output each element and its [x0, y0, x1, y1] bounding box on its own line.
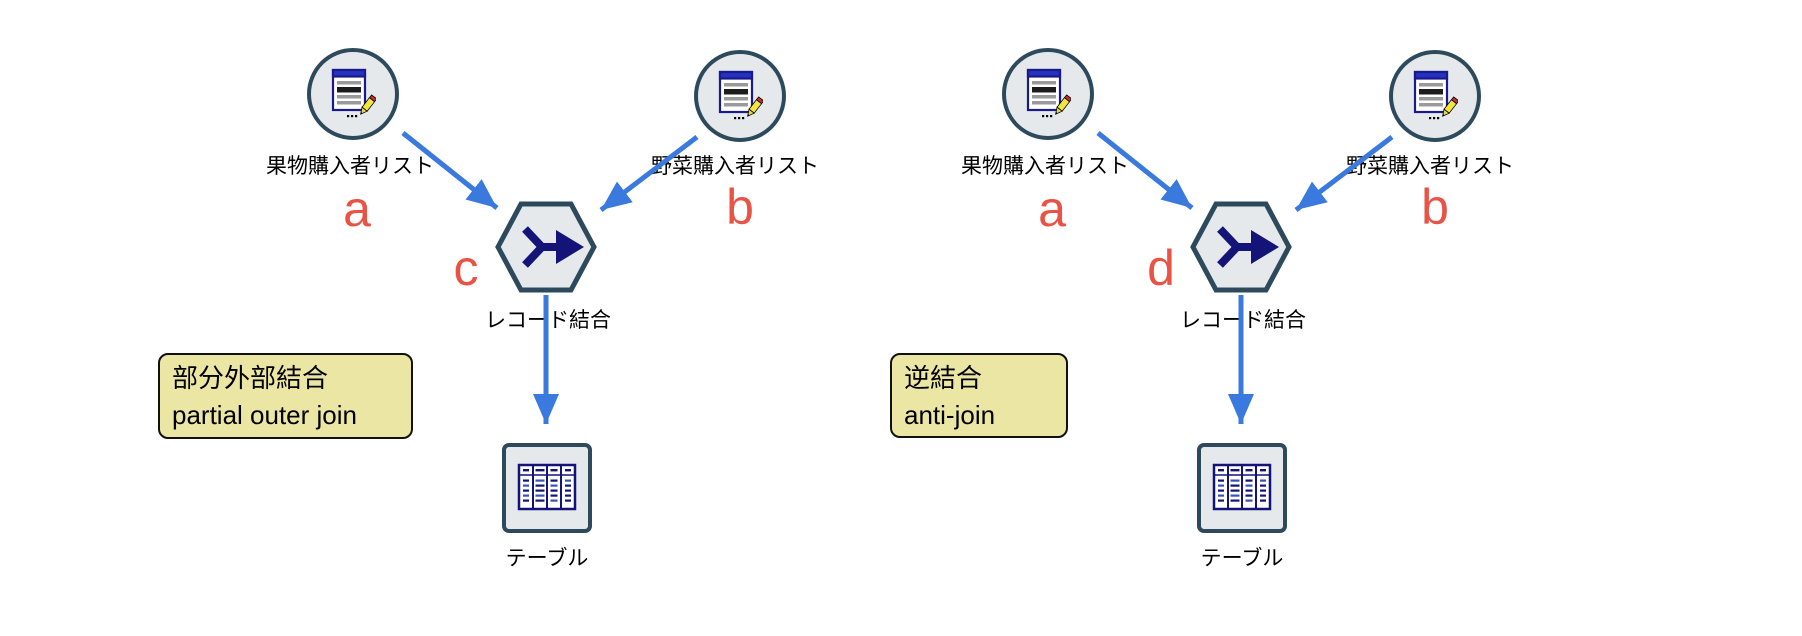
table-node-label: テーブル — [505, 547, 589, 570]
merge-node-label: レコード結合 — [1180, 309, 1306, 332]
marker-c-label: c — [453, 240, 479, 296]
source-node-fruit-list[interactable] — [1002, 48, 1094, 140]
annotation-note[interactable]: 部分外部結合 partial outer join — [158, 353, 413, 439]
merge-node[interactable] — [1188, 199, 1294, 295]
merge-node[interactable] — [493, 199, 599, 295]
source-node-fruit-list[interactable] — [307, 48, 399, 140]
document-pencil-icon — [331, 68, 376, 118]
stream-anti-join: 果物購入者リスト 野菜購入者リスト a b d レコード結合 — [695, 0, 1802, 636]
marker-a-label: a — [1038, 181, 1066, 237]
marker-d-label: d — [1147, 240, 1175, 296]
pencil-glyph — [747, 96, 763, 117]
source-node-vegetable-list[interactable] — [694, 50, 786, 142]
marker-b-label: b — [1421, 179, 1449, 235]
note-line-en: partial outer join — [172, 400, 357, 430]
table-icon — [1212, 463, 1272, 511]
source-node-vegetable-list[interactable] — [1389, 50, 1481, 142]
stream-partial-outer-join: 果物購入者リスト 野菜購入者リスト a b c レコード結合 — [158, 48, 819, 570]
source1-label: 果物購入者リスト — [266, 155, 434, 178]
annotation-note[interactable]: 逆結合 anti-join — [890, 353, 1068, 438]
document-pencil-icon — [1413, 70, 1458, 120]
note-line-jp: 部分外部結合 — [172, 363, 329, 393]
source1-label: 果物購入者リスト — [961, 155, 1129, 178]
merge-icon — [1217, 226, 1279, 268]
marker-b-label: b — [726, 179, 754, 235]
merge-node-label: レコード結合 — [485, 309, 611, 332]
source2-label: 野菜購入者リスト — [1346, 155, 1514, 178]
note-line-jp: 逆結合 — [904, 363, 983, 393]
table-icon — [517, 463, 577, 511]
document-pencil-icon — [718, 70, 763, 120]
merge-icon — [522, 226, 584, 268]
marker-a-label: a — [343, 181, 371, 237]
table-node[interactable] — [1197, 443, 1287, 533]
table-node[interactable] — [502, 443, 592, 533]
pencil-glyph — [1055, 94, 1071, 115]
source2-label: 野菜購入者リスト — [651, 155, 819, 178]
document-pencil-icon — [1026, 68, 1071, 118]
note-line-en: anti-join — [904, 400, 996, 430]
table-node-label: テーブル — [1200, 547, 1284, 570]
pencil-glyph — [360, 94, 376, 115]
pencil-glyph — [1442, 96, 1458, 117]
